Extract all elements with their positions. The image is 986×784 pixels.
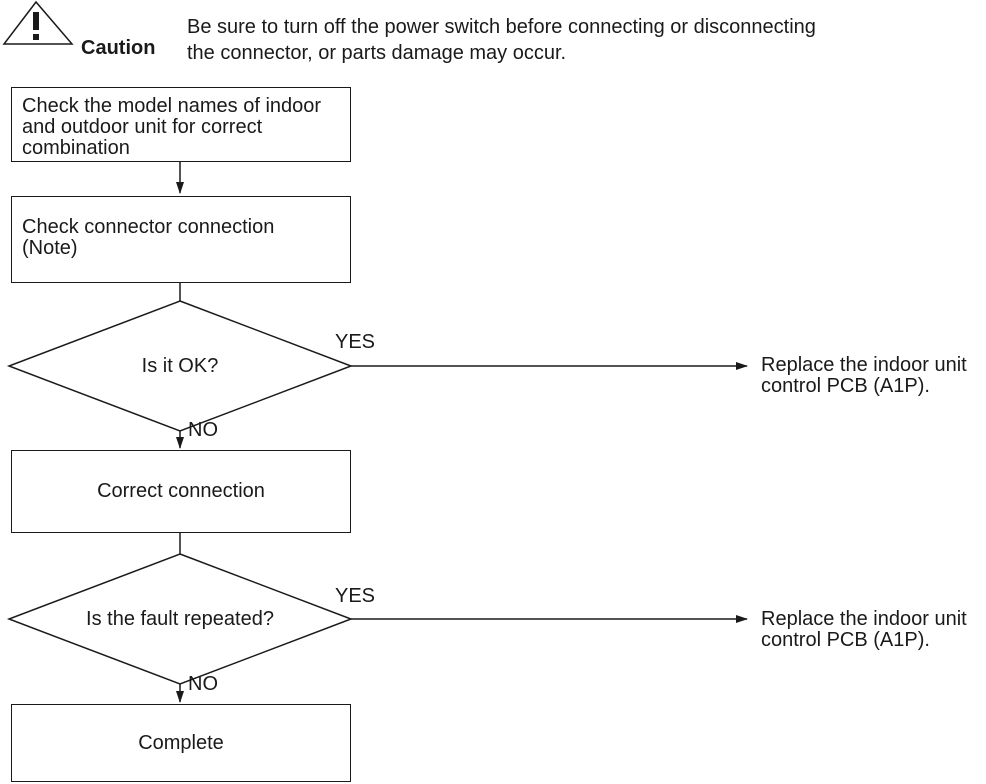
decision1-text: Is it OK?: [141, 355, 219, 377]
step-complete-text: Complete: [138, 731, 224, 754]
step-check-model-names-text: Check the model names of indoor and outd…: [22, 95, 322, 159]
caution-text-line2: the connector, or parts damage may occur…: [187, 42, 567, 64]
step-check-model-names: Check the model names of indoor and outd…: [11, 87, 351, 162]
caution-text: Be sure to turn off the power switch bef…: [187, 14, 816, 66]
decision1-yes-label: YES: [335, 331, 376, 353]
step-complete: Complete: [11, 704, 351, 782]
step-correct-connection-text: Correct connection: [97, 480, 265, 502]
caution-label: Caution: [81, 37, 156, 59]
warning-triangle-icon: [2, 0, 74, 45]
step-check-connector-text: Check connector connection (Note): [22, 216, 275, 259]
step-check-connector: Check connector connection (Note): [11, 196, 351, 283]
caution-text-line1: Be sure to turn off the power switch bef…: [187, 16, 816, 38]
step-correct-connection: Correct connection: [11, 450, 351, 533]
result2-text: Replace the indoor unit control PCB (A1P…: [761, 608, 967, 651]
result1-text: Replace the indoor unit control PCB (A1P…: [761, 354, 967, 397]
decision1-no-label: NO: [188, 419, 218, 441]
decision2-text: Is the fault repeated?: [86, 608, 274, 630]
decision2-no-label: NO: [188, 673, 218, 695]
decision2-yes-label: YES: [335, 585, 376, 607]
